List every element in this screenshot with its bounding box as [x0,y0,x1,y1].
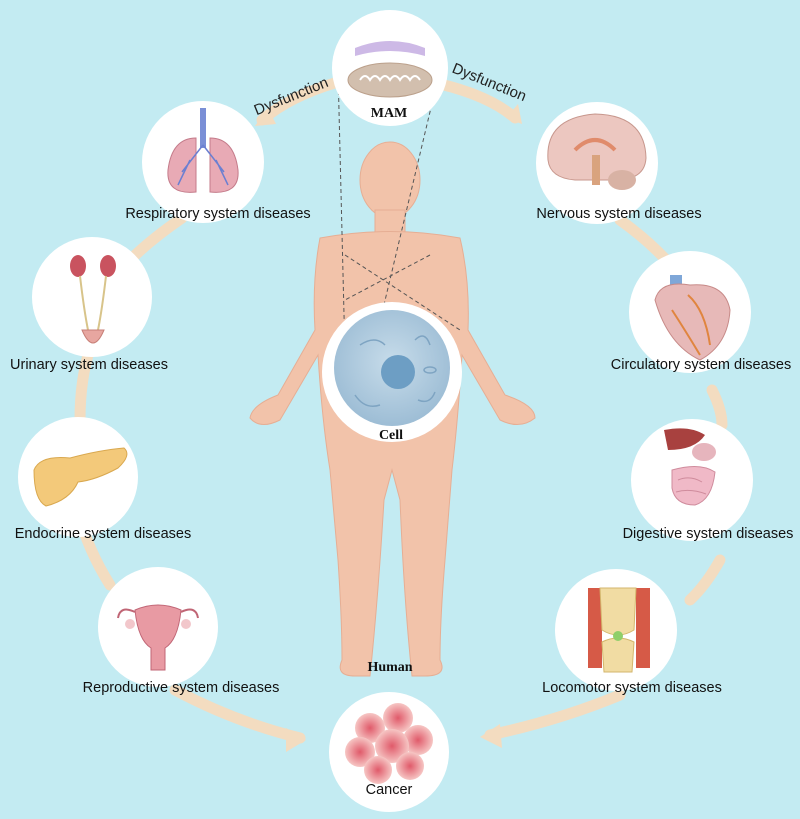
digestive-icon [664,428,716,506]
arrowhead-right-top [506,104,522,124]
respiratory-label: Respiratory system diseases [125,206,311,222]
tumor-icon [345,703,433,784]
cancer-label: Cancer [365,782,413,798]
heart-icon [654,275,731,361]
mam-label: MAM [370,106,408,121]
mam-icon [347,41,433,98]
human-body [249,141,536,677]
brain-icon [547,113,647,190]
locomotor-label: Locomotor system diseases [542,680,722,696]
arrowhead-left-bottom [286,728,306,752]
respiratory-circle [142,101,264,223]
urinary-circle [32,237,152,357]
reproductive-label: Reproductive system diseases [82,680,280,696]
arrowhead-right-bottom [480,724,502,748]
circulatory-label: Circulatory system diseases [610,357,792,373]
nervous-label: Nervous system diseases [536,206,702,222]
pancreas-icon [33,447,128,507]
lungs-icon [167,108,239,193]
arrowhead-left-top [255,108,276,126]
nucleus [381,355,415,389]
digestive-label: Digestive system diseases [622,526,794,542]
knee-icon [588,587,650,673]
urinary-label: Urinary system diseases [10,357,168,373]
human-label: Human [367,660,413,675]
kidneys-icon [70,255,116,344]
uterus-icon [117,604,199,671]
endocrine-label: Endocrine system diseases [14,526,192,542]
organelles [354,335,437,407]
cell-label: Cell [378,428,404,443]
